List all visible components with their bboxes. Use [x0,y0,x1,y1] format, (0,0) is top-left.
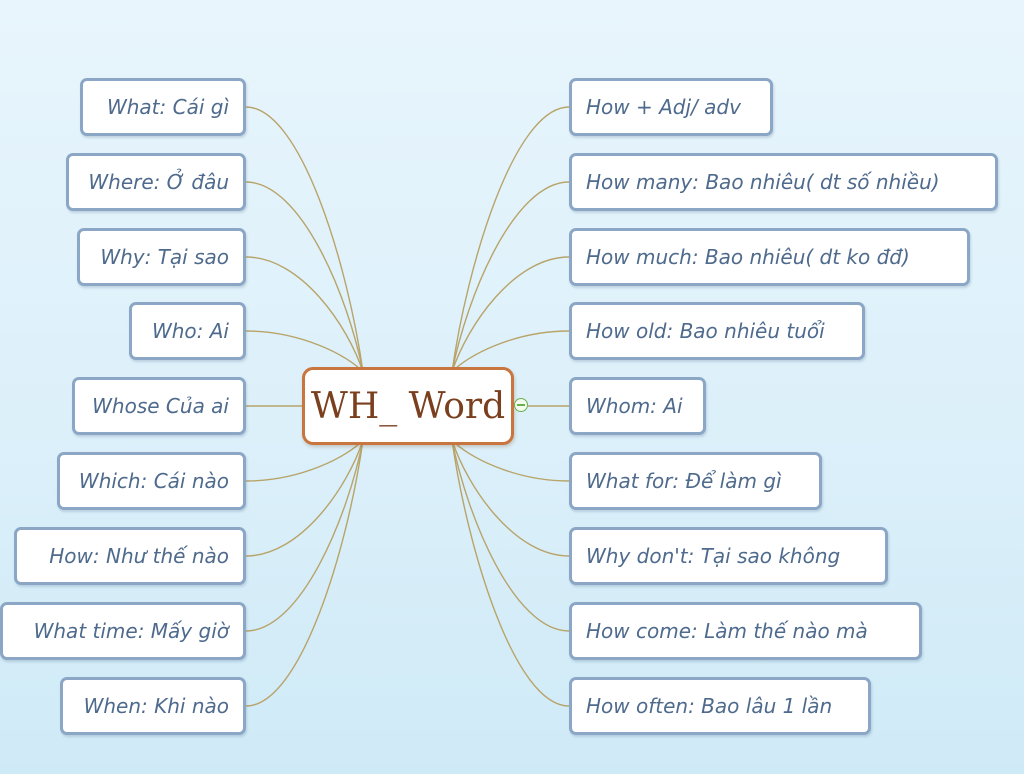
connector-right-8 [451,439,570,707]
topic-when[interactable]: When: Khi nào [60,677,246,735]
topic-how[interactable]: How: Như thế nào [14,527,246,585]
connector-left-8 [245,439,364,707]
topic-how-adj-adv[interactable]: How + Adj/ adv [569,78,773,136]
connector-left-3 [245,330,364,373]
topic-how-many[interactable]: How many: Bao nhiêu( dt số nhiều) [569,153,998,211]
connector-right-6 [451,439,570,557]
topic-whom[interactable]: Whom: Ai [569,377,706,435]
topic-how-come[interactable]: How come: Làm thế nào mà [569,602,922,660]
topic-how-often[interactable]: How often: Bao lâu 1 lần [569,677,871,735]
connector-left-5 [245,439,364,482]
connector-right-5 [451,439,570,482]
topic-whose[interactable]: Whose Của ai [72,377,246,435]
topic-why-dont[interactable]: Why don't: Tại sao không [569,527,888,585]
connector-right-7 [451,439,570,632]
connector-right-1 [451,181,570,373]
topic-what[interactable]: What: Cái gì [80,78,246,136]
topic-how-old[interactable]: How old: Bao nhiêu tuổi [569,302,865,360]
connector-left-1 [245,181,364,373]
topic-which[interactable]: Which: Cái nào [57,452,246,510]
topic-what-for[interactable]: What for: Để làm gì [569,452,822,510]
connector-left-2 [245,256,364,373]
connector-right-3 [451,330,570,373]
topic-where[interactable]: Where: Ở đâu [66,153,246,211]
connector-left-0 [245,106,364,373]
central-topic[interactable]: WH_ Word [302,367,514,445]
connector-right-0 [451,106,570,373]
connector-left-6 [245,439,364,557]
topic-what-time[interactable]: What time: Mấy giờ [0,602,246,660]
connector-left-7 [245,439,364,632]
topic-why[interactable]: Why: Tại sao [77,228,246,286]
connector-right-2 [451,256,570,373]
topic-who[interactable]: Who: Ai [129,302,246,360]
topic-how-much[interactable]: How much: Bao nhiêu( dt ko đđ) [569,228,970,286]
minus-circle-icon[interactable] [514,398,528,412]
